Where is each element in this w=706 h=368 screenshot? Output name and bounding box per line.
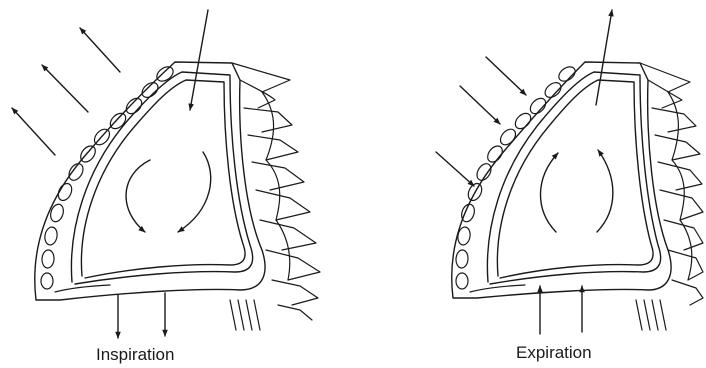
arrow-circulation-right [597, 150, 613, 232]
expiration-label: Expiration [516, 343, 592, 363]
arrow-in-top [190, 10, 208, 110]
inspiration-label: Inspiration [96, 345, 174, 365]
carapace-edge-scallops [41, 64, 176, 292]
arrow-out-upleft-2 [42, 65, 88, 112]
arrow-circulation-left [126, 160, 150, 232]
gill-chamber-wall-inner [81, 80, 245, 278]
arrow-in-1 [486, 57, 526, 95]
arrow-out-top [596, 10, 612, 105]
arrow-in-3 [436, 152, 474, 186]
arrow-in-2 [460, 86, 500, 124]
gill-chamber-wall-outer [71, 72, 252, 284]
arrow-out-upleft-3 [12, 108, 55, 155]
inspiration-panel [12, 10, 320, 338]
arrow-circulation-left [540, 153, 558, 232]
gill-chamber-wall-inner [497, 80, 653, 278]
expiration-panel [436, 10, 703, 334]
arrow-out-upleft-1 [80, 28, 120, 72]
arrow-circulation-right [178, 152, 211, 232]
